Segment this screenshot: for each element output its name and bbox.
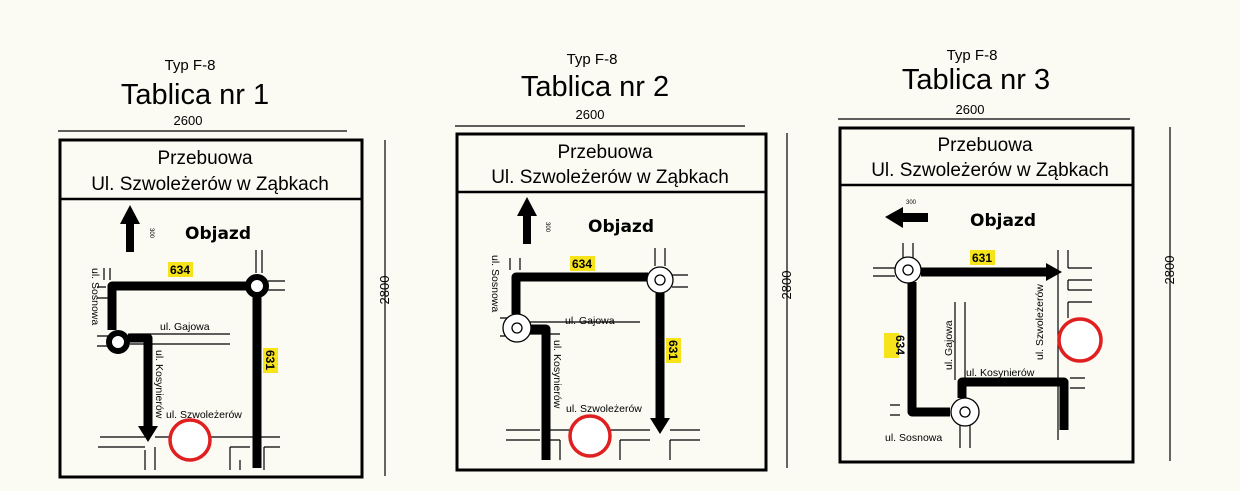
street-label: ul. Sosnowa <box>89 268 101 325</box>
route-tag <box>570 256 595 271</box>
route-number: 634 <box>170 263 190 277</box>
arrow-left-icon <box>885 207 928 228</box>
sign-title: Tablica nr 3 <box>902 64 1050 96</box>
street-label: ul. Szwoleżerów <box>166 409 242 421</box>
no-entry-sign-icon <box>1057 317 1103 363</box>
route-tag <box>263 348 278 373</box>
street-label: ul. Szwoleżerów <box>1034 284 1046 360</box>
street-label: ul. Szwoleżerów <box>566 403 642 415</box>
route-number: 634 <box>893 335 907 355</box>
detour-route <box>128 333 153 428</box>
sign-type: Typ F-8 <box>567 51 618 68</box>
sign-title: Tablica nr 1 <box>121 79 269 111</box>
street-label: ul. Kosynierów <box>551 340 563 409</box>
roundabout-island <box>959 406 971 418</box>
route-arrow-icon <box>1046 263 1062 281</box>
sign-panel-1: Typ F-8 Tablica nr 1 2600 2800 Przebuowa… <box>58 57 392 479</box>
sign-title: Tablica nr 2 <box>521 71 669 103</box>
road-lines <box>97 250 285 470</box>
detour-route <box>907 282 950 417</box>
roundabout <box>245 274 269 298</box>
route-tag <box>884 333 899 358</box>
sign-type: Typ F-8 <box>165 57 216 74</box>
detour-route <box>957 377 1069 430</box>
width-dimension: 2600 <box>576 107 605 122</box>
street-label: ul. Gajowa <box>160 321 210 333</box>
height-dimension: 2800 <box>779 271 794 300</box>
height-dimension: 2800 <box>1162 256 1177 285</box>
header-line-1: Przebuowa <box>937 135 1032 156</box>
route-tag <box>666 338 681 363</box>
header-line-2: Ul. Szwoleżerów w Ząbkach <box>491 167 729 188</box>
no-entry-sign-icon <box>168 418 212 462</box>
roundabout-island <box>511 322 523 334</box>
height-dimension: 2800 <box>377 276 392 305</box>
arrow-dimension: 300 <box>148 228 154 239</box>
route-arrow-icon <box>138 426 158 442</box>
header-line-1: Przebuowa <box>157 148 252 169</box>
sign-type: Typ F-8 <box>947 47 998 64</box>
street-label: ul. Gajowa <box>565 315 615 327</box>
arrow-dimension: 300 <box>906 200 917 206</box>
route-tag <box>168 262 193 277</box>
width-dimension: 2600 <box>174 113 203 128</box>
sign-border <box>838 126 1135 464</box>
detour-label: Objazd <box>970 211 1036 231</box>
sign-panel-3: Typ F-8 Tablica nr 3 2600 2800 Przebuowa… <box>838 47 1177 464</box>
roundabout-island <box>902 264 914 276</box>
detour-route <box>107 281 252 330</box>
sign-panel-2: Typ F-8 Tablica nr 2 2600 2800 Przebuowa… <box>455 51 794 472</box>
sign-border <box>455 132 768 472</box>
header-line-2: Ul. Szwoleżerów w Ząbkach <box>91 174 329 195</box>
width-dimension: 2600 <box>956 102 985 117</box>
route-number: 631 <box>666 340 680 360</box>
sign-border <box>58 138 364 479</box>
header-line-1: Przebuowa <box>557 142 652 163</box>
street-label: ul. Kosynierów <box>153 350 165 419</box>
roundabout-island <box>654 274 666 286</box>
route-number: 631 <box>972 251 992 265</box>
roundabout <box>106 330 130 354</box>
route-number: 631 <box>263 350 277 370</box>
detour-label: Objazd <box>185 224 251 244</box>
detour-label: Objazd <box>588 217 654 237</box>
arrow-up-icon <box>517 197 537 244</box>
detour-route <box>511 272 648 314</box>
street-label: ul. Gajowa <box>943 320 955 370</box>
route-number: 634 <box>572 257 592 271</box>
street-label: ul. Sosnowa <box>885 432 942 444</box>
arrow-up-icon <box>120 205 140 252</box>
arrow-dimension: 300 <box>544 222 550 233</box>
no-entry-sign-icon <box>568 414 612 458</box>
detour-route <box>530 324 551 460</box>
header-line-2: Ul. Szwoleżerów w Ząbkach <box>871 160 1109 181</box>
route-arrow-icon <box>650 418 670 434</box>
street-label: ul. Sosnowa <box>489 255 501 312</box>
route-tag <box>970 250 995 265</box>
street-label: ul. Kosynierów <box>966 367 1035 379</box>
